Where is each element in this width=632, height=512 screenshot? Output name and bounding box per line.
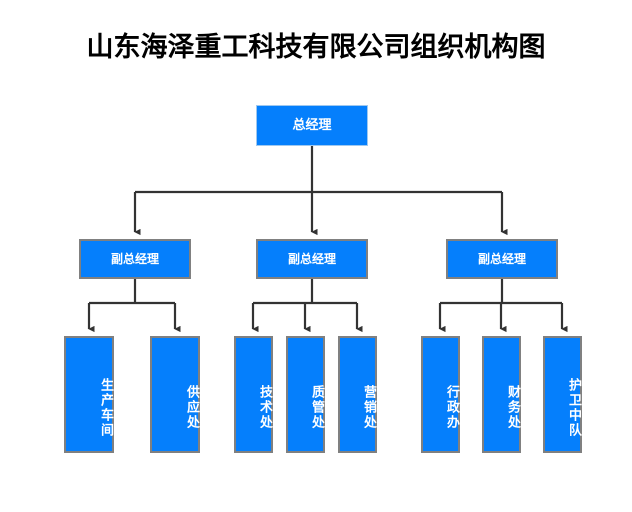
org-node-administration-office[interactable]: 行政办	[421, 336, 460, 453]
org-node-deputy-general-manager-3[interactable]: 副总经理	[446, 239, 558, 279]
org-node-security-squad[interactable]: 护卫中队	[543, 336, 582, 453]
org-node-technology-department[interactable]: 技术处	[234, 336, 273, 453]
org-node-quality-management-department[interactable]: 质管处	[286, 336, 325, 453]
org-node-marketing-department[interactable]: 营销处	[338, 336, 377, 453]
org-node-production-workshop[interactable]: 生产车间	[64, 336, 114, 453]
org-node-general-manager[interactable]: 总经理	[256, 105, 368, 146]
page-title: 山东海泽重工科技有限公司组织机构图	[86, 32, 546, 63]
org-node-finance-department[interactable]: 财务处	[482, 336, 521, 453]
org-node-deputy-general-manager-2[interactable]: 副总经理	[256, 239, 368, 279]
org-node-supply-department[interactable]: 供应处	[150, 336, 200, 453]
org-node-deputy-general-manager-1[interactable]: 副总经理	[79, 239, 191, 279]
